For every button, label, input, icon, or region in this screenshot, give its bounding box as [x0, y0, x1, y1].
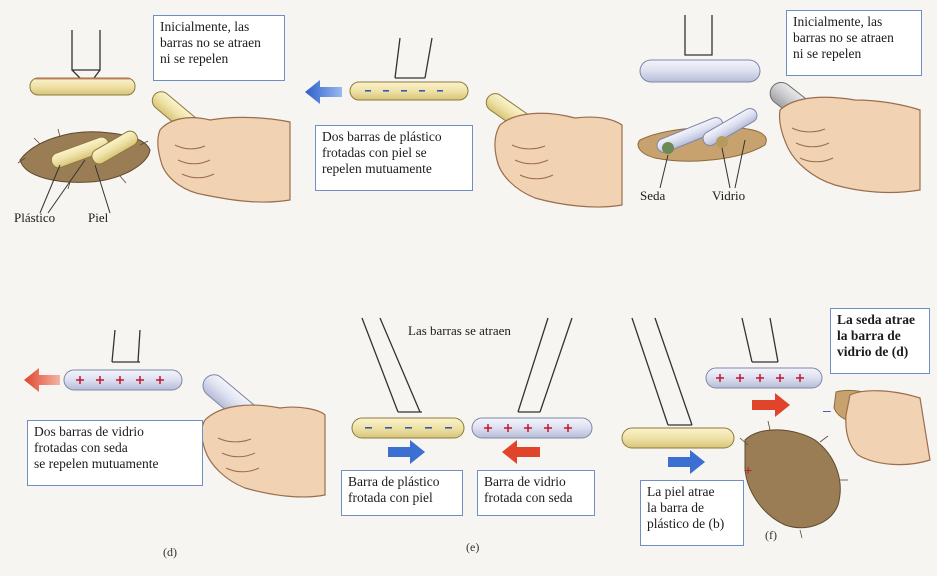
hand-icon — [495, 113, 622, 207]
panel-a-caption: Inicialmente, las barras no se atraen ni… — [153, 15, 285, 81]
string-icon — [518, 318, 572, 412]
panel-d-letter: (d) — [163, 545, 177, 560]
panel-b-caption: Dos barras de plástico frotadas con piel… — [315, 125, 473, 191]
panel-e-top-label: Las barras se atraen — [408, 323, 511, 339]
panel-c-caption: Inicialmente, las barras no se atraen ni… — [786, 10, 922, 76]
svg-text:+: + — [744, 462, 752, 478]
svg-text:–: – — [823, 402, 831, 418]
string-icon — [72, 30, 100, 78]
arrow-left-icon — [305, 80, 342, 104]
string-icon — [395, 38, 432, 78]
panel-e-letter: (e) — [466, 540, 479, 555]
string-icon — [685, 15, 712, 55]
arrow-left-icon — [24, 368, 60, 392]
plastic-rod-icon — [30, 78, 135, 95]
panel-d-caption: Dos barras de vidrio frotadas con seda s… — [27, 420, 203, 486]
arrow-right-icon — [752, 393, 790, 417]
panel-a-label-fur: Piel — [88, 210, 108, 226]
panel-f-letter: (f) — [765, 528, 777, 543]
hand-icon — [846, 391, 930, 465]
string-icon — [632, 318, 692, 425]
panel-e-caption-right: Barra de vidrio frotada con seda — [477, 470, 595, 516]
hand-icon — [202, 405, 325, 497]
panel-c-label-glass: Vidrio — [712, 188, 745, 204]
arrow-right-icon — [668, 450, 705, 474]
fur-icon — [745, 430, 840, 528]
panel-a-label-plastic: Plástico — [14, 210, 55, 226]
string-icon — [742, 318, 778, 362]
string-icon — [112, 330, 140, 362]
hand-icon — [158, 117, 290, 202]
panel-f-caption-top: La seda atrae la barra de vidrio de (d) — [830, 308, 930, 374]
panel-f-caption-bottom: La piel atrae la barra de plástico de (b… — [640, 480, 744, 546]
arrow-left-icon — [502, 440, 540, 464]
glass-rod-icon — [640, 60, 760, 82]
plastic-rod-icon — [622, 428, 734, 448]
arrow-right-icon — [388, 440, 425, 464]
panel-e-caption-left: Barra de plástico frotada con piel — [341, 470, 463, 516]
panel-e — [352, 318, 592, 464]
panel-c-label-silk: Seda — [640, 188, 665, 204]
